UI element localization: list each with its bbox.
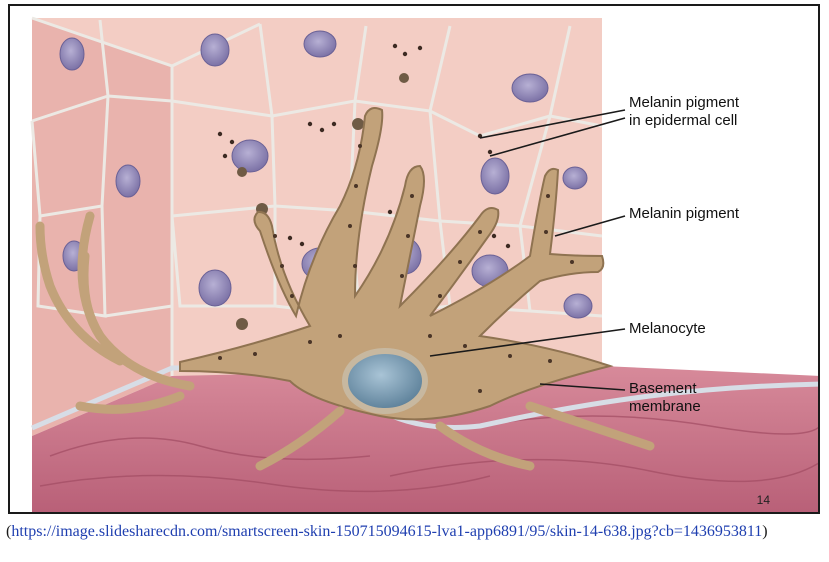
slide-frame: Melanin pigment in epidermal cell Melani… (8, 4, 820, 514)
source-link[interactable]: https://image.slidesharecdn.com/smartscr… (11, 523, 762, 540)
label-melanocyte: Melanocyte (629, 320, 706, 338)
label-melanin-epidermal: Melanin pigment in epidermal cell (629, 94, 739, 130)
slide-number: 14 (757, 493, 770, 507)
caption-close-paren: ) (762, 523, 767, 540)
label-melanin-pigment: Melanin pigment (629, 205, 739, 223)
epidermis-illustration (10, 6, 820, 514)
source-caption: (https://image.slidesharecdn.com/smartsc… (6, 522, 821, 541)
label-basement-membrane: Basement membrane (629, 380, 701, 416)
